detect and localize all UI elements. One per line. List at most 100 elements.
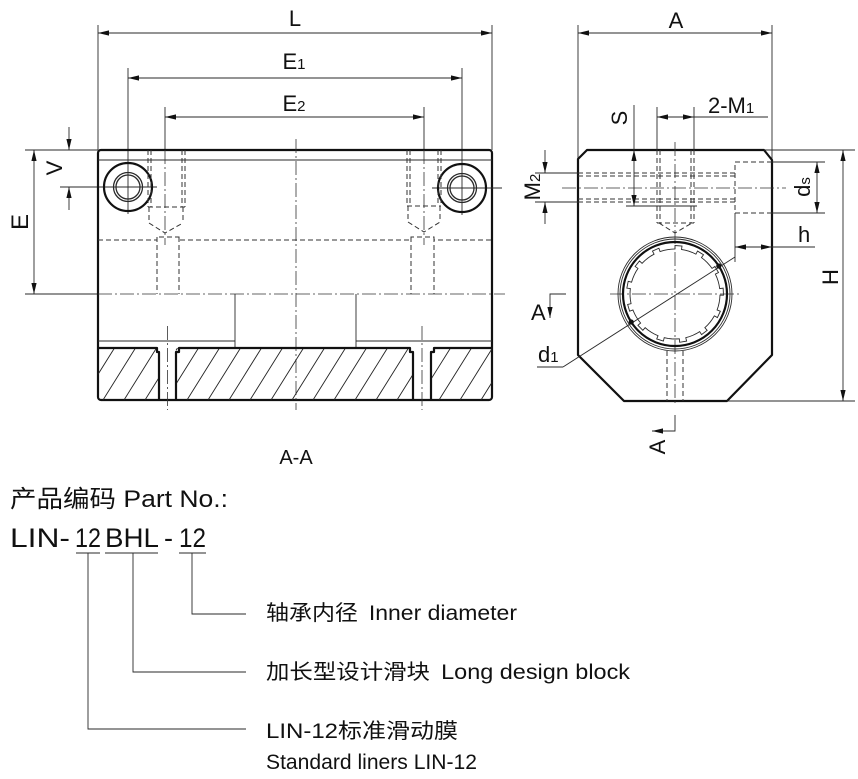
section-edge [174, 346, 415, 400]
code-segment-inner-diameter: 12 [179, 523, 206, 553]
arrowhead [814, 202, 820, 213]
counterbore-circle [436, 162, 488, 214]
hatch-line [459, 348, 493, 401]
hatch-line [480, 382, 493, 401]
arrowhead [98, 30, 109, 36]
hatch-line [175, 347, 178, 351]
section-outline [98, 346, 492, 400]
arrowhead [165, 114, 176, 120]
dimension-label-d1: d1 [538, 342, 559, 367]
label-subscript: 2 [297, 98, 305, 115]
arrowhead [631, 150, 637, 161]
dimension-label-h: h [798, 222, 810, 247]
arrowhead [66, 187, 72, 198]
dimension-M2: M2 [520, 150, 578, 224]
arrowhead [761, 244, 772, 250]
dimension-2-M1: 2-M1 [656, 93, 768, 150]
hatch-line [438, 347, 472, 401]
section-mark-label: A [645, 439, 670, 454]
dimension-A: A [577, 8, 773, 160]
dimension-d1: d1 [537, 256, 736, 368]
drill-cone [407, 221, 441, 233]
hatch-line [175, 347, 199, 385]
threaded-hole-hidden-right [406, 150, 442, 233]
section-mark-bottom: A [645, 415, 676, 454]
label-main: M [520, 182, 545, 200]
legend-label-cn: 加长型设计滑块 [266, 661, 430, 684]
label-subscript: s [797, 177, 814, 185]
dimension-L: L [97, 6, 493, 150]
code-segment-liner-size: 12 [75, 523, 101, 553]
hatch-line [333, 347, 367, 401]
counterbore-circle [102, 161, 154, 213]
dimension-label-E1: E1 [282, 49, 305, 74]
threaded-hole-hidden-top [656, 150, 695, 234]
arrowhead [631, 195, 637, 206]
dimension-label-ds: ds [790, 177, 815, 197]
arrowhead [840, 150, 846, 161]
mounting-hole-right [436, 162, 488, 214]
liner-grooves [626, 245, 724, 343]
arrowhead [31, 283, 37, 294]
label-main: S [607, 111, 632, 126]
legend-leader [191, 553, 246, 615]
arrowhead [481, 30, 492, 36]
arrowheads [31, 30, 846, 434]
block-outline [96, 148, 494, 402]
dimension-label-H: H [818, 269, 843, 285]
arrowhead [657, 114, 668, 120]
liner-recess [98, 294, 492, 348]
front-section-view: L E1 E2 V E [7, 6, 505, 469]
label-main: H [818, 269, 843, 285]
section-edge [98, 346, 161, 400]
label-subscript: 1 [297, 56, 305, 73]
dimension-label-S: S [607, 111, 632, 126]
hole-circle [112, 171, 144, 203]
label-main: V [42, 160, 67, 175]
hatch-line [228, 347, 262, 401]
counterbore-hidden [734, 161, 772, 214]
leader-dot [716, 263, 722, 269]
dimension-label-A: A [669, 8, 684, 33]
legend-standard-liners-en: Standard liners LIN-12 [266, 751, 477, 774]
leader-dot [628, 319, 634, 325]
code-segment-dash: - [164, 523, 173, 553]
dimension-E1: E1 [127, 49, 463, 215]
hatch-line [396, 374, 414, 401]
label-main: L [289, 6, 301, 31]
dimension-h: h [734, 213, 815, 262]
mounting-hole-left [102, 161, 154, 213]
hole-circle [446, 172, 478, 204]
dimension-label-2-M1: 2-M1 [708, 93, 754, 118]
arrowhead [66, 139, 72, 150]
label-main: d [538, 342, 550, 367]
hatch-line [375, 347, 409, 401]
bore-outer-circle [619, 238, 731, 350]
arrowhead [652, 428, 663, 434]
arrowhead [761, 30, 772, 36]
arrowhead [840, 390, 846, 401]
leader-line [562, 256, 736, 368]
dimension-label-E: E [7, 214, 34, 230]
section-hatching [97, 347, 493, 401]
legend-leader [132, 553, 246, 673]
hidden-line [734, 161, 772, 214]
bore-circle [621, 240, 729, 348]
hole-circle [449, 175, 475, 201]
label-main: 2-M [708, 93, 746, 118]
hatch-line [144, 377, 160, 401]
label-subscript: 1 [550, 349, 558, 366]
dimension-label-M2: M2 [520, 174, 545, 201]
label-main: h [798, 222, 810, 247]
hatch-line [270, 347, 304, 401]
dimension-H: H [727, 149, 855, 402]
legend-label-cn: 轴承内径 [266, 602, 358, 625]
arrowhead [683, 114, 694, 120]
section-edge [429, 346, 492, 400]
label-main: A [669, 8, 684, 33]
section-line [652, 415, 676, 432]
hatch-line [186, 347, 220, 401]
